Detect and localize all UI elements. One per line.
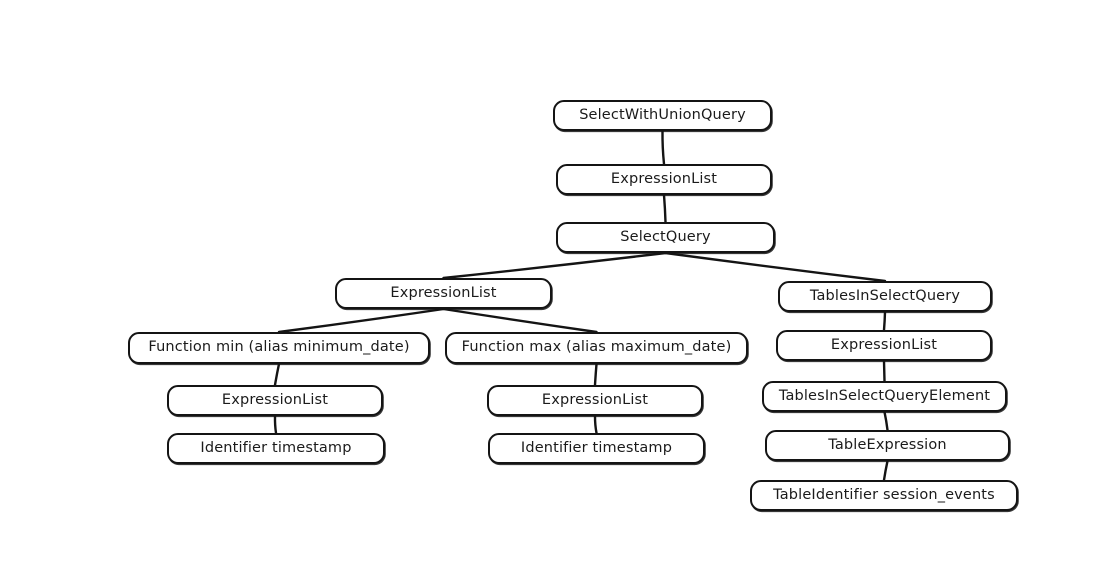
tree-edge [662,131,664,164]
tree-edge [275,364,279,385]
tree-node[interactable]: TableExpression [765,430,1010,461]
tree-node[interactable]: TablesInSelectQueryElement [762,381,1007,412]
tree-node[interactable]: ExpressionList [167,385,383,416]
tree-node[interactable]: SelectWithUnionQuery [553,100,772,131]
tree-node[interactable]: ExpressionList [556,164,772,195]
tree-edge [884,461,888,480]
tree-node-label: TablesInSelectQueryElement [779,389,990,405]
tree-node-label: TableIdentifier session_events [773,488,995,504]
tree-node[interactable]: Identifier timestamp [488,433,705,464]
tree-node[interactable]: ExpressionList [335,278,552,309]
tree-node-label: Identifier timestamp [521,441,672,457]
tree-node-label: SelectQuery [620,230,710,246]
tree-node[interactable]: Identifier timestamp [167,433,385,464]
tree-edge [595,416,597,433]
tree-node-label: Function max (alias maximum_date) [462,340,732,356]
tree-edge [444,309,597,332]
tree-edge [664,195,666,222]
tree-edge [666,253,886,281]
tree-node-label: ExpressionList [831,338,937,354]
tree-edge [279,309,444,332]
tree-node-label: SelectWithUnionQuery [579,108,746,124]
tree-node-label: ExpressionList [611,172,717,188]
tree-edge [275,416,276,433]
tree-edge [595,364,597,385]
tree-node[interactable]: Function min (alias minimum_date) [128,332,430,364]
tree-edge [884,361,885,381]
tree-node[interactable]: Function max (alias maximum_date) [445,332,748,364]
tree-node-label: ExpressionList [542,393,648,409]
tree-node[interactable]: SelectQuery [556,222,775,253]
tree-node-label: TableExpression [828,438,946,454]
tree-node[interactable]: TablesInSelectQuery [778,281,992,312]
tree-node-label: TablesInSelectQuery [810,289,960,305]
tree-edge [885,412,888,430]
tree-node[interactable]: TableIdentifier session_events [750,480,1018,511]
tree-node[interactable]: ExpressionList [776,330,992,361]
tree-node-label: ExpressionList [222,393,328,409]
tree-node-label: ExpressionList [390,286,496,302]
tree-node[interactable]: ExpressionList [487,385,703,416]
tree-node-label: Function min (alias minimum_date) [148,340,409,356]
tree-node-label: Identifier timestamp [200,441,351,457]
tree-edge [444,253,666,278]
tree-edge [884,312,885,330]
